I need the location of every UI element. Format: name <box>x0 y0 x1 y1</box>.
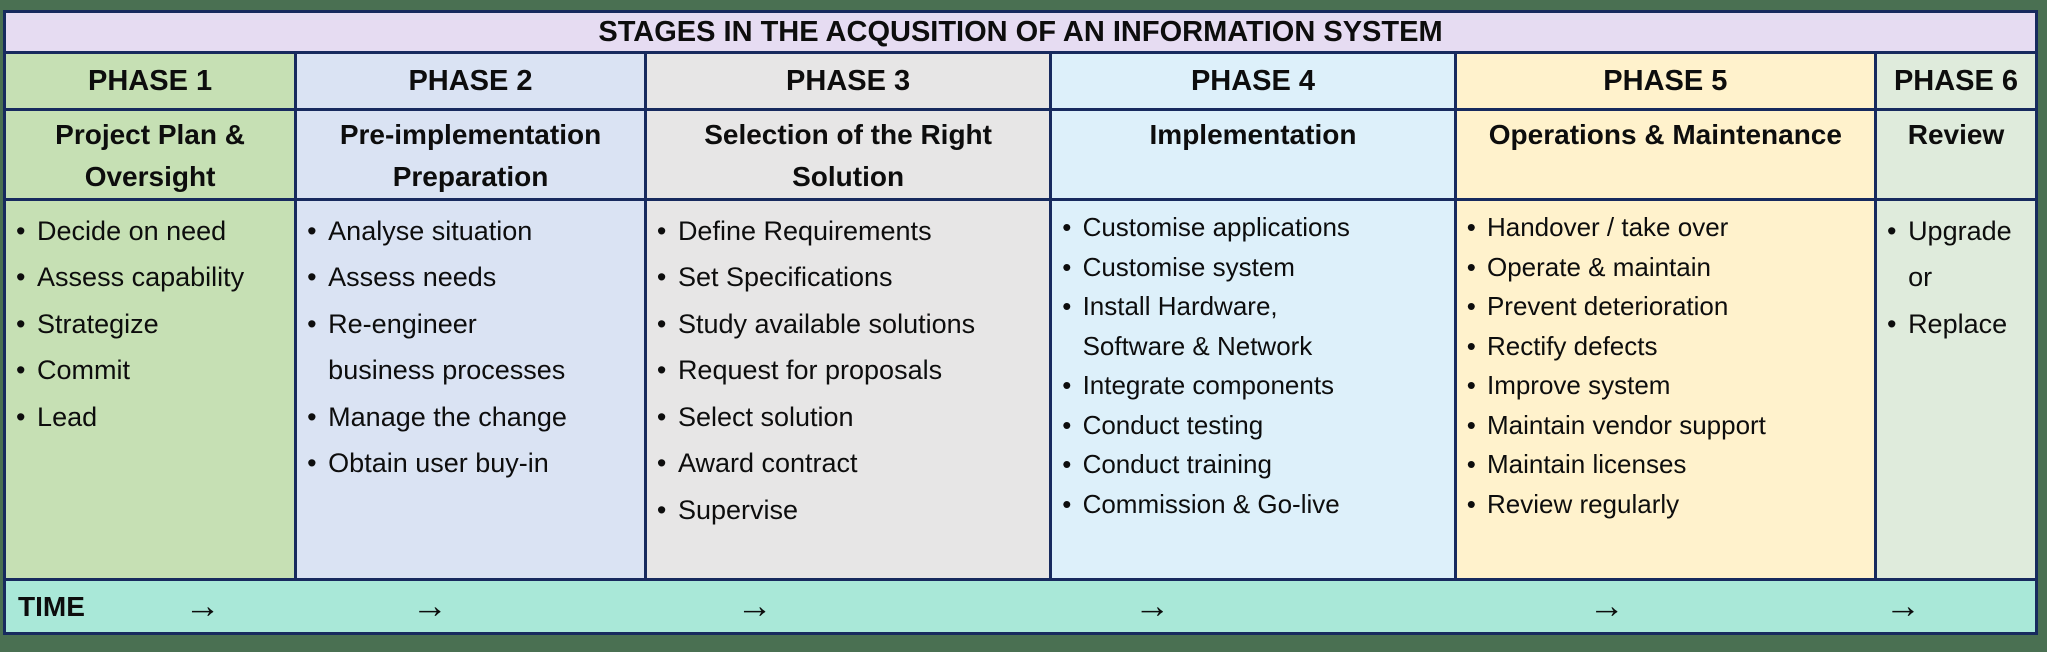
phase-body-5: Handover / take overOperate & maintainPr… <box>1456 201 1875 578</box>
phase-subtitle-5: Operations & Maintenance <box>1456 111 1875 198</box>
phase-body-4: Customise applicationsCustomise systemIn… <box>1052 201 1454 578</box>
phase-header-1: PHASE 1 <box>6 54 295 108</box>
phase-item: Install Hardware, Software & Network <box>1062 287 1449 366</box>
phase-item: Analyse situation <box>307 208 640 255</box>
phase-item-list: Define RequirementsSet SpecificationsStu… <box>657 208 1045 534</box>
phase-item: Maintain licenses <box>1467 445 1870 485</box>
phase-item: Obtain user buy-in <box>307 440 640 487</box>
phase-subtitle-3: Selection of the Right Solution <box>646 111 1050 198</box>
phase-item: Supervise <box>657 487 1045 534</box>
phase-item-list: Decide on needAssess capabilityStrategiz… <box>16 208 290 441</box>
time-arrow-icon: → <box>1134 583 1171 625</box>
phase-item-list: Handover / take overOperate & maintainPr… <box>1467 208 1870 524</box>
phase-item: Set Specifications <box>657 254 1045 301</box>
phase-item: Conduct testing <box>1062 406 1449 446</box>
phase-item: Integrate components <box>1062 366 1449 406</box>
phase-item: Select solution <box>657 394 1045 441</box>
phase-item-list: Upgrade orReplace <box>1887 208 2031 348</box>
phase-header-5: PHASE 5 <box>1456 54 1875 108</box>
phase-item: Assess capability <box>16 254 290 301</box>
phase-subtitle-1: Project Plan & Oversight <box>6 111 295 198</box>
phase-body-1: Decide on needAssess capabilityStrategiz… <box>6 201 295 578</box>
phase-subtitle-4: Implementation <box>1052 111 1454 198</box>
time-arrow-icon: → <box>411 583 448 625</box>
time-arrow-icon: → <box>1588 583 1625 625</box>
time-axis-label: TIME <box>18 590 85 622</box>
diagram-title: STAGES IN THE ACQUSITION OF AN INFORMATI… <box>6 13 2035 51</box>
phase-item: Commission & Go-live <box>1062 485 1449 525</box>
phase-item: Commit <box>16 347 290 394</box>
phase-header-3: PHASE 3 <box>646 54 1050 108</box>
phase-item: Define Requirements <box>657 208 1045 255</box>
phase-body-2: Analyse situationAssess needsRe-engineer… <box>297 201 644 578</box>
phase-item: Decide on need <box>16 208 290 255</box>
phase-item: Customise system <box>1062 248 1449 288</box>
phase-item: Request for proposals <box>657 347 1045 394</box>
time-arrow-icon: → <box>1884 583 1921 625</box>
phase-item: Upgrade or <box>1887 208 2031 301</box>
phase-item: Lead <box>16 394 290 441</box>
phase-item: Conduct training <box>1062 445 1449 485</box>
phase-item-list: Customise applicationsCustomise systemIn… <box>1062 208 1449 524</box>
phase-item: Improve system <box>1467 366 1870 406</box>
phase-item: Prevent deterioration <box>1467 287 1870 327</box>
phase-item: Award contract <box>657 440 1045 487</box>
phase-item: Handover / take over <box>1467 208 1870 248</box>
acquisition-stages-table: STAGES IN THE ACQUSITION OF AN INFORMATI… <box>3 10 2038 635</box>
phase-item: Maintain vendor support <box>1467 406 1870 446</box>
phase-subtitle-6: Review <box>1877 111 2035 198</box>
phase-item: Assess needs <box>307 254 640 301</box>
phase-header-6: PHASE 6 <box>1877 54 2035 108</box>
phase-item: Re-engineer business processes <box>307 301 640 394</box>
phase-item: Operate & maintain <box>1467 248 1870 288</box>
phase-header-2: PHASE 2 <box>297 54 644 108</box>
phase-body-3: Define RequirementsSet SpecificationsStu… <box>646 201 1050 578</box>
time-arrow-icon: → <box>736 583 773 625</box>
phase-body-6: Upgrade orReplace <box>1877 201 2035 578</box>
phase-header-4: PHASE 4 <box>1052 54 1454 108</box>
phase-item: Rectify defects <box>1467 327 1870 367</box>
phase-item: Study available solutions <box>657 301 1045 348</box>
phase-item-list: Analyse situationAssess needsRe-engineer… <box>307 208 640 487</box>
phase-item: Replace <box>1887 301 2031 348</box>
phase-item: Manage the change <box>307 394 640 441</box>
phase-item: Customise applications <box>1062 208 1449 248</box>
phase-item: Strategize <box>16 301 290 348</box>
time-arrow-icon: → <box>184 583 221 625</box>
time-axis: TIME → → → → → → <box>6 581 2035 632</box>
phase-subtitle-2: Pre-implementation Preparation <box>297 111 644 198</box>
phase-item: Review regularly <box>1467 485 1870 525</box>
